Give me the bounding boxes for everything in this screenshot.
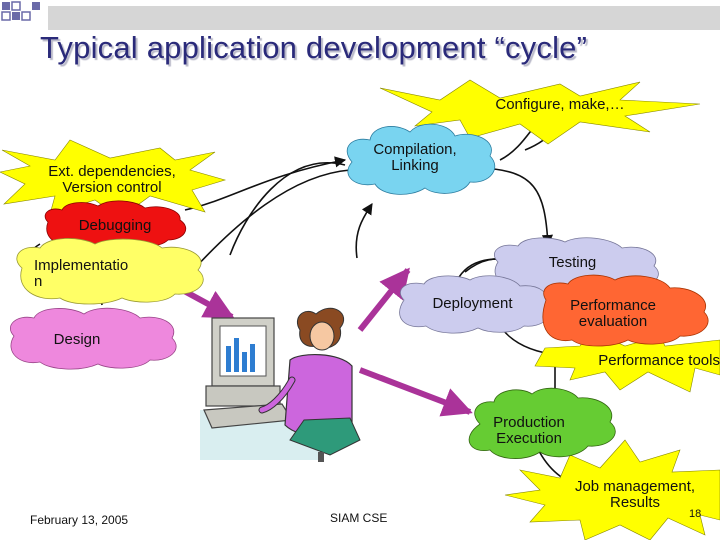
cloud-implementation [16, 238, 204, 305]
slide-title: Typical application development “cycle” [40, 30, 588, 65]
footer-center: SIAM CSE [330, 511, 388, 525]
label-production-line2: Execution [496, 429, 562, 447]
label-job-management: Job management, Results [555, 479, 715, 511]
label-production: Production Execution [474, 415, 584, 447]
cloud-production [468, 387, 616, 459]
label-compilation-line2: Linking [391, 156, 439, 174]
label-debugging: Debugging [78, 217, 152, 234]
label-design: Design [53, 331, 101, 348]
burst-ext-dependencies [0, 139, 227, 219]
label-implementation-line2: n [34, 272, 43, 290]
label-compilation-line1: Compilation, [373, 141, 457, 158]
label-configure: Configure, make,… [495, 96, 625, 113]
label-performance-evaluation-line1: Performance [570, 297, 656, 314]
title-bar-band [48, 6, 720, 30]
label-testing: Testing [548, 254, 597, 271]
burst-job-management [504, 439, 720, 540]
label-deployment: Deployment [432, 295, 513, 312]
label-ext-dependencies-line2: Version control [62, 178, 162, 196]
burst-configure [379, 79, 701, 145]
cloud-performance-evaluation [542, 274, 709, 347]
face [309, 321, 335, 351]
label-production-line1: Production [493, 414, 565, 431]
corner-decoration [1, 1, 40, 21]
chair [289, 417, 361, 456]
label-performance-tools: Performance tools [598, 352, 720, 369]
label-ext-dependencies-line1: Ext. dependencies, [48, 163, 176, 180]
label-performance-evaluation: Performance evaluation [548, 298, 678, 330]
label-implementation: Implementatio n [34, 258, 184, 290]
page-number: 18 [689, 508, 702, 520]
label-implementation-line1: Implementatio [34, 257, 129, 274]
cloud-compilation [346, 123, 496, 195]
label-compilation: Compilation, Linking [350, 142, 480, 174]
label-job-management-line1: Job management, [574, 478, 696, 495]
footer-date: February 13, 2005 [30, 513, 129, 527]
label-ext-dependencies: Ext. dependencies, Version control [22, 164, 202, 196]
label-job-management-line2: Results [609, 493, 661, 511]
cloud-design [9, 307, 177, 370]
label-performance-evaluation-line2: evaluation [578, 312, 648, 330]
person-at-computer-illustration [200, 307, 361, 462]
